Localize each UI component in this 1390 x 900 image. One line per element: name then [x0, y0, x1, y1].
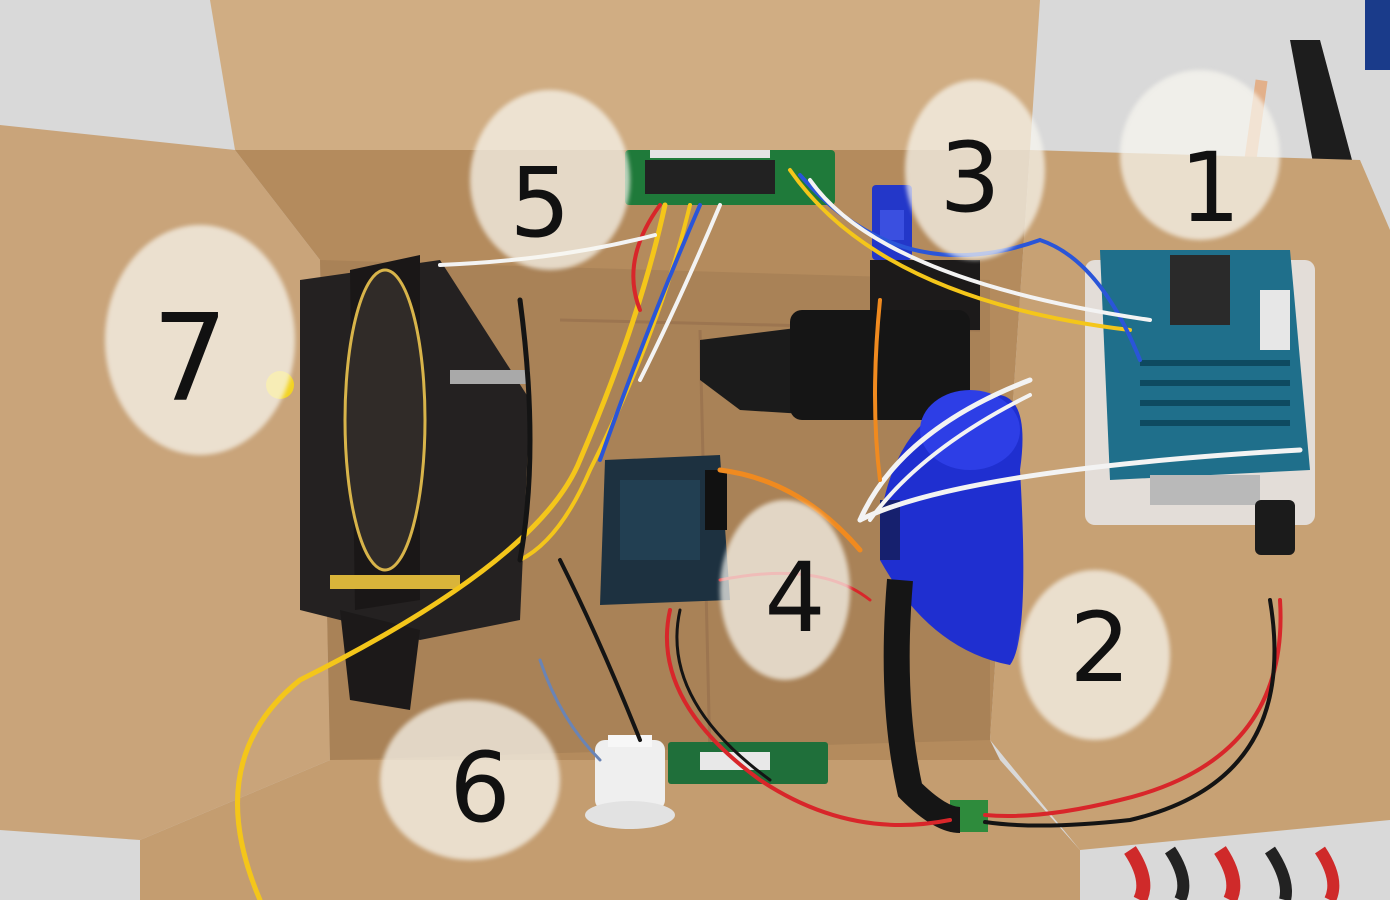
label-4: 4 [764, 542, 826, 654]
push-button [585, 735, 675, 829]
barrel-jack [1255, 500, 1295, 555]
motor-driver-board [600, 455, 730, 605]
wires [235, 168, 1303, 900]
label-highlight-6 [380, 700, 560, 860]
cables-bottom-right [1124, 846, 1340, 900]
connector-strip [625, 150, 835, 205]
bottom-flap [140, 760, 1080, 900]
label-highlight-7 [105, 225, 295, 455]
label-highlight-5 [470, 90, 630, 270]
black-cable [883, 578, 962, 833]
top-flap [210, 0, 1040, 150]
power-adapter [700, 310, 970, 420]
label-1: 1 [1179, 132, 1241, 244]
label-highlight-4 [720, 500, 850, 680]
label-highlight-3 [905, 80, 1045, 260]
label-6: 6 [449, 732, 511, 844]
label-2: 2 [1069, 592, 1131, 704]
controller-board [1085, 250, 1315, 525]
label-5: 5 [509, 147, 571, 259]
label-highlight-2 [1020, 570, 1170, 740]
blue-object [1365, 0, 1390, 70]
dispenser-wheel [266, 255, 530, 710]
label-7: 7 [151, 290, 229, 429]
label-highlight-1 [1120, 70, 1280, 240]
label-3: 3 [939, 122, 1001, 234]
